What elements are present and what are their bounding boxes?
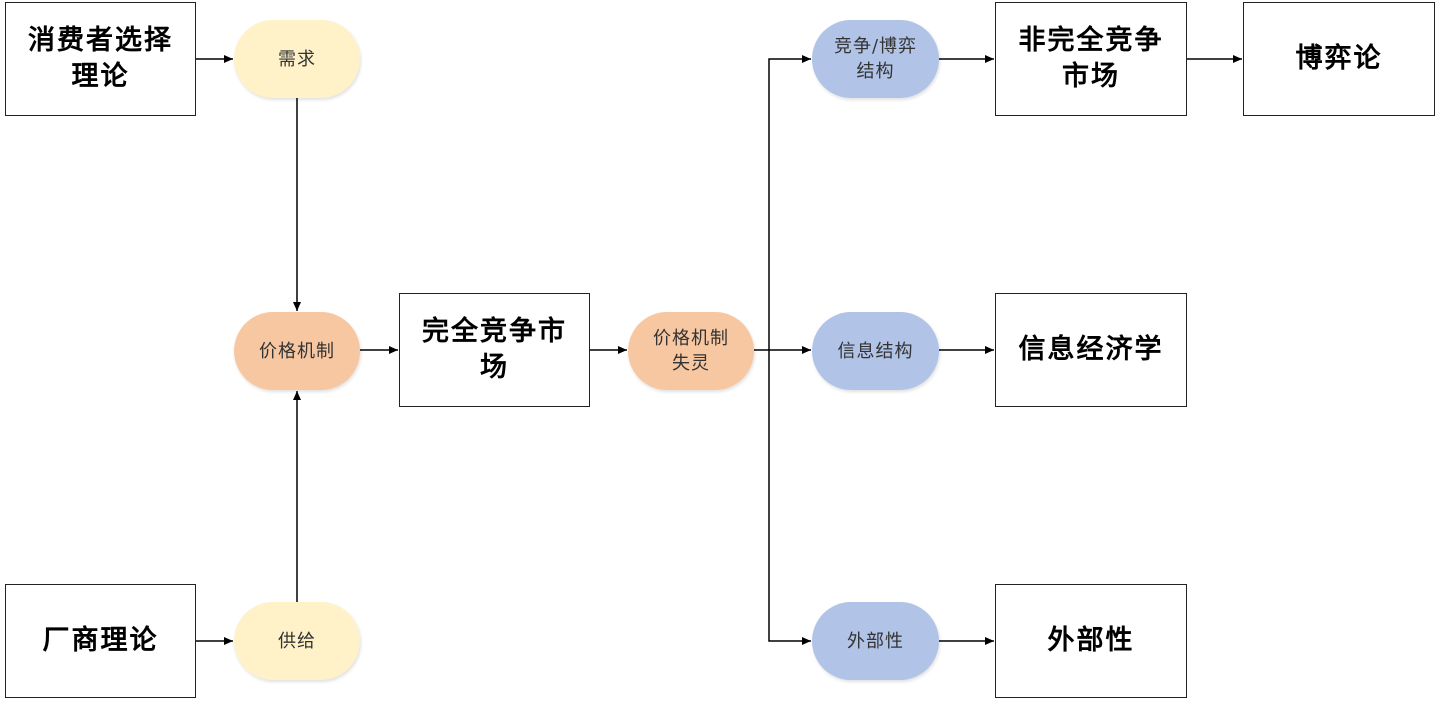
node-info-economics-label: 信息经济学 xyxy=(1018,334,1164,365)
edge-failure-to-externality xyxy=(768,350,811,645)
node-firm-theory-label: 厂商理论 xyxy=(42,625,159,656)
node-game-theory-label: 博弈论 xyxy=(1295,43,1383,74)
node-supply: 供给 xyxy=(234,602,360,680)
node-competition-game-structure-label: 竞争/博弈 结构 xyxy=(833,36,918,82)
node-perfect-competition-label: 完全竞争市 场 xyxy=(422,316,567,383)
node-externality: 外部性 xyxy=(995,584,1187,698)
node-demand: 需求 xyxy=(234,20,360,98)
node-price-failure: 价格机制 失灵 xyxy=(628,312,754,390)
node-info-economics: 信息经济学 xyxy=(995,293,1187,407)
node-info-structure-label: 信息结构 xyxy=(837,340,914,362)
node-firm-theory: 厂商理论 xyxy=(5,584,196,698)
node-externality-label: 外部性 xyxy=(1047,625,1135,656)
node-price-failure-label: 价格机制 失灵 xyxy=(653,328,729,374)
node-perfect-competition: 完全竞争市 场 xyxy=(399,293,590,407)
node-imperfect-competition: 非完全竞争 市场 xyxy=(995,2,1187,116)
node-externality-structure: 外部性 xyxy=(812,602,939,680)
node-game-theory: 博弈论 xyxy=(1243,2,1435,116)
node-info-structure: 信息结构 xyxy=(812,312,939,390)
edge-failure-to-competition xyxy=(768,55,811,350)
node-demand-label: 需求 xyxy=(278,48,316,70)
node-price-mechanism-label: 价格机制 xyxy=(259,340,335,362)
node-supply-label: 供给 xyxy=(278,630,316,652)
node-imperfect-competition-label: 非完全竞争 市场 xyxy=(1018,25,1164,92)
node-externality-structure-label: 外部性 xyxy=(847,630,904,652)
node-price-mechanism: 价格机制 xyxy=(234,312,360,390)
node-consumer-theory: 消费者选择 理论 xyxy=(5,2,196,116)
node-consumer-theory-label: 消费者选择 理论 xyxy=(28,25,173,92)
node-competition-game-structure: 竞争/博弈 结构 xyxy=(812,20,939,98)
